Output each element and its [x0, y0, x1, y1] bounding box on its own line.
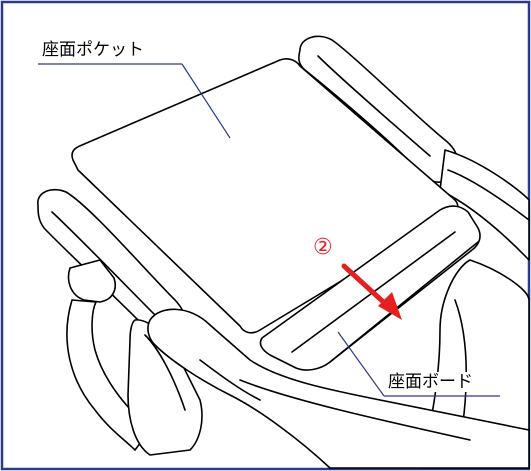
seat-pocket-label: 座面ポケット [42, 40, 144, 60]
step-number-badge: ② [313, 235, 333, 260]
left-post [67, 259, 116, 303]
front-bar [147, 308, 530, 469]
pull-direction-arrow [341, 263, 402, 320]
seat-pocket [71, 58, 459, 334]
seat-pocket-leader [181, 63, 231, 139]
seat-board-label: 座面ボード [388, 372, 473, 392]
seat-board-leader [337, 331, 385, 397]
right-frame-tube [439, 149, 530, 261]
